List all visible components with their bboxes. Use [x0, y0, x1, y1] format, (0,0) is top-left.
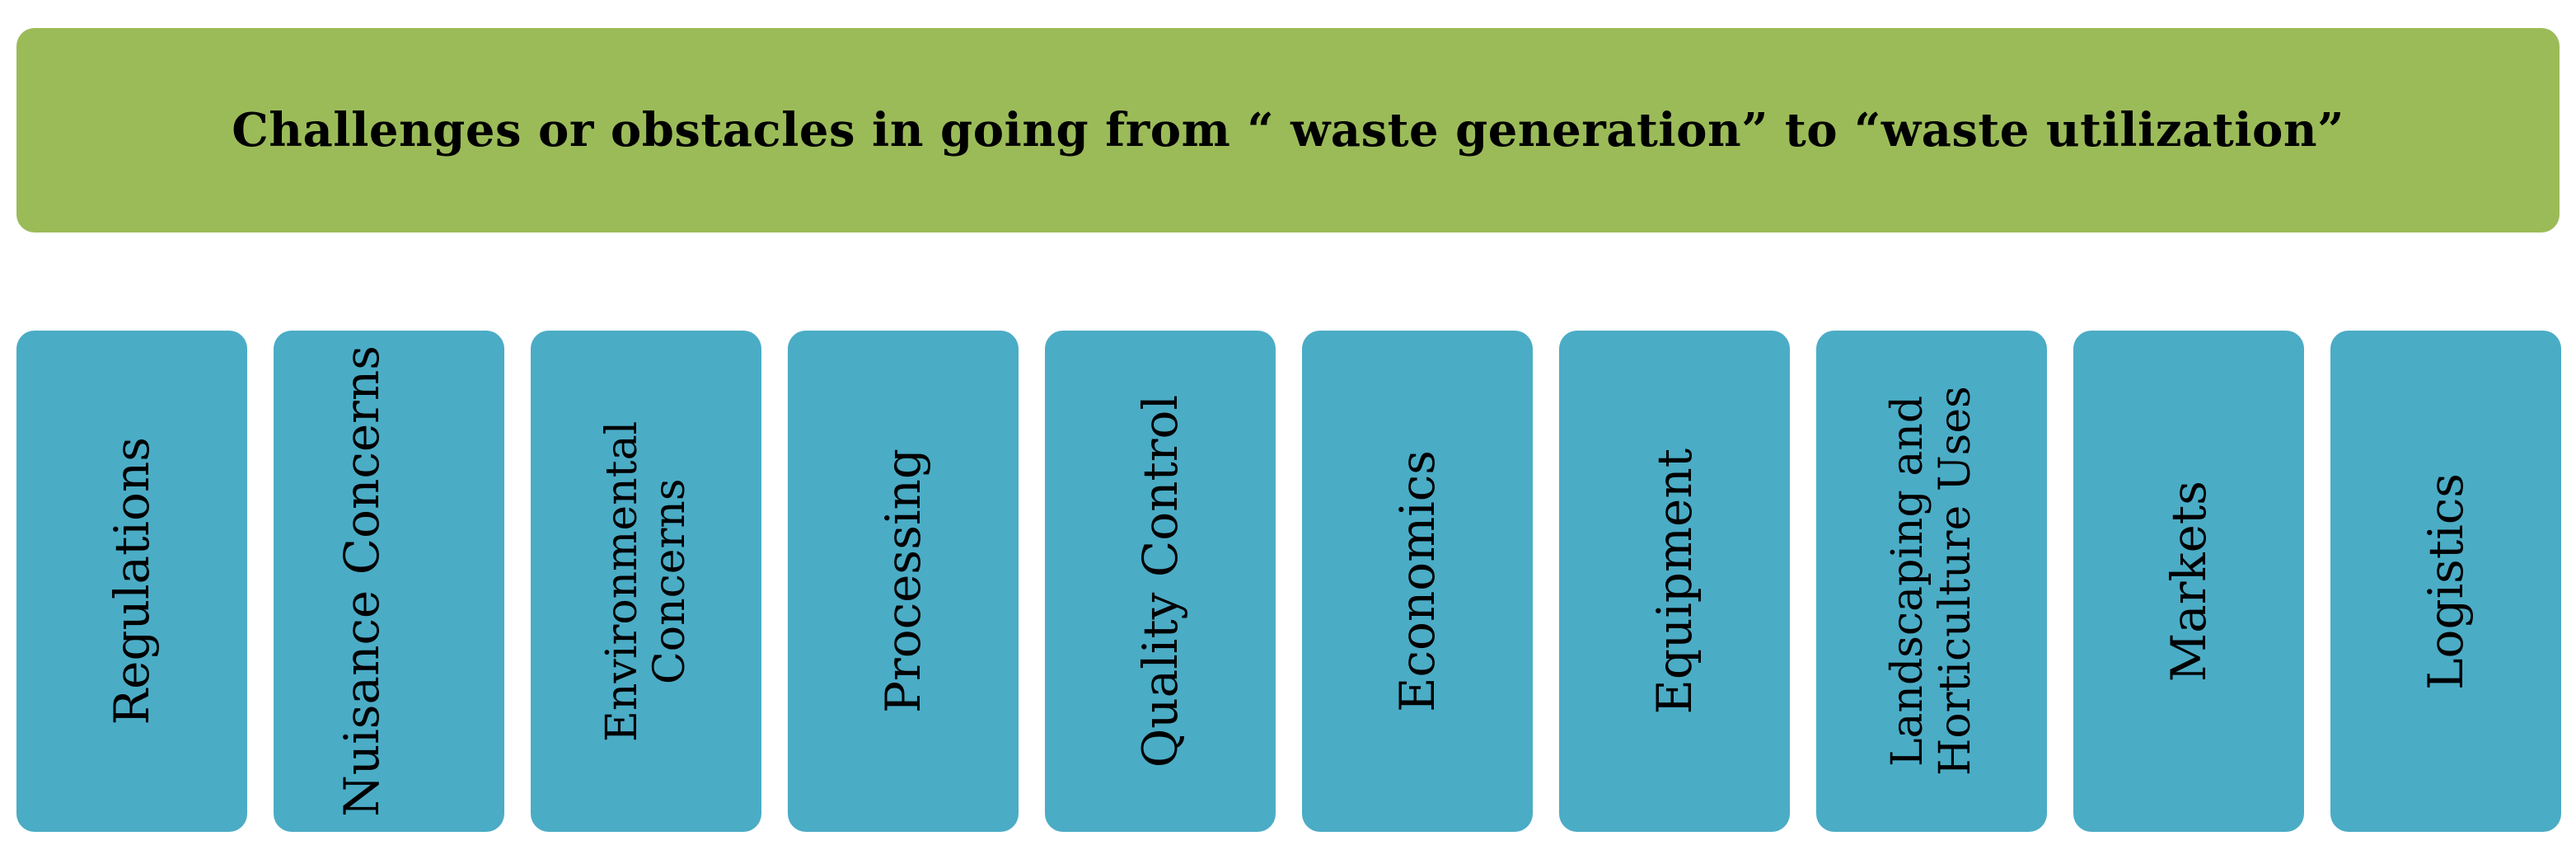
challenge-label-economics: Economics	[1389, 450, 1445, 712]
challenge-box-landscaping-horticulture-uses: Landscaping and Horticulture Uses	[1816, 331, 2047, 832]
challenge-box-economics: Economics	[1302, 331, 1533, 832]
challenges-header-box: Challenges or obstacles in going from “ …	[16, 28, 2560, 232]
challenge-label-landscaping-horticulture-uses: Landscaping and Horticulture Uses	[1882, 386, 1980, 777]
challenge-box-equipment: Equipment	[1559, 331, 1790, 832]
challenge-boxes: Regulations Nuisance Concerns Environmen…	[16, 331, 2564, 832]
challenge-label-nuisance-concerns: Nuisance Concerns	[334, 345, 390, 817]
challenge-label-equipment: Equipment	[1646, 448, 1703, 715]
challenge-box-regulations: Regulations	[16, 331, 247, 832]
challenge-box-processing: Processing	[788, 331, 1019, 832]
challenge-box-environmental-concerns: Environmental Concerns	[531, 331, 761, 832]
header-title: Challenges or obstacles in going from “ …	[232, 103, 2344, 157]
challenge-label-regulations: Regulations	[103, 437, 160, 726]
challenge-label-quality-control: Quality Control	[1131, 394, 1188, 768]
challenge-label-environmental-concerns: Environmental Concerns	[597, 420, 695, 742]
challenge-box-markets: Markets	[2073, 331, 2304, 832]
challenge-box-nuisance-concerns: Nuisance Concerns	[274, 331, 504, 832]
challenge-label-markets: Markets	[2160, 480, 2217, 683]
challenge-label-processing: Processing	[874, 448, 931, 714]
challenge-box-logistics: Logistics	[2330, 331, 2561, 832]
challenge-label-logistics: Logistics	[2417, 472, 2474, 690]
challenge-box-quality-control: Quality Control	[1045, 331, 1276, 832]
